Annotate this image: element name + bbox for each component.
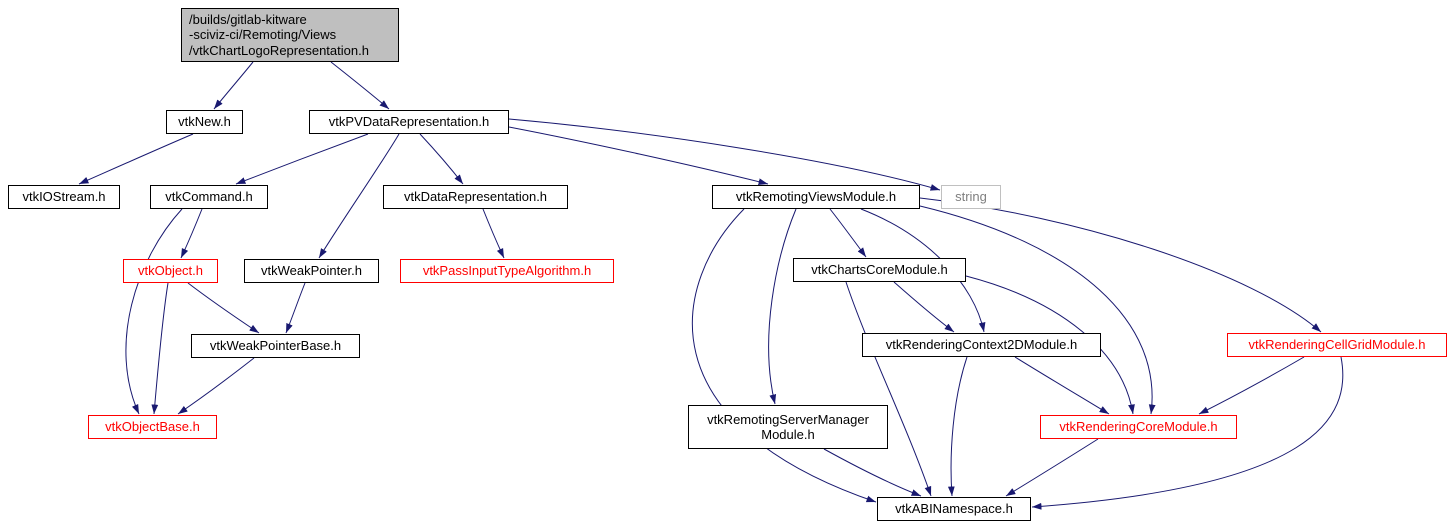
- node-vtkPassInputTypeAlgorithm[interactable]: vtkPassInputTypeAlgorithm.h: [400, 259, 614, 283]
- edge-vtkRemotingServerManagerModule-to-vtkABINamespace: [823, 448, 922, 497]
- node-vtkIOStream[interactable]: vtkIOStream.h: [8, 185, 120, 209]
- edge-vtkChartsCoreModule-to-vtkRenderingCoreModule: [965, 275, 1135, 415]
- edge-vtkChartsCoreModule-to-vtkABINamespace: [845, 281, 932, 497]
- edge-vtkPVDataRepresentation-to-string: [508, 118, 941, 191]
- node-string: string: [941, 185, 1001, 209]
- edge-vtkWeakPointer-to-vtkWeakPointerBase: [285, 282, 306, 334]
- edge-root-to-vtkNew: [213, 61, 254, 110]
- edge-vtkRenderingContext2DModule-to-vtkRenderingCoreModule: [1014, 356, 1110, 415]
- edge-vtkNew-to-vtkIOStream: [78, 133, 194, 185]
- node-vtkRemotingViewsModule[interactable]: vtkRemotingViewsModule.h: [712, 185, 920, 209]
- edge-vtkPVDataRepresentation-to-vtkRemotingViewsModule: [508, 126, 769, 185]
- edge-vtkPVDataRepresentation-to-vtkWeakPointer: [318, 133, 400, 259]
- edge-vtkObject-to-vtkWeakPointerBase: [187, 282, 260, 334]
- edge-vtkDataRepresentation-to-vtkPassInputTypeAlgorithm: [482, 208, 505, 259]
- edge-vtkRemotingViewsModule-to-vtkRenderingCoreModule: [919, 205, 1156, 415]
- node-vtkObject[interactable]: vtkObject.h: [123, 259, 218, 283]
- edge-vtkWeakPointerBase-to-vtkObjectBase: [177, 357, 255, 415]
- edge-vtkCommand-to-vtkObject: [180, 208, 203, 259]
- edge-vtkCommand-to-vtkObjectBase: [125, 208, 183, 415]
- edge-vtkObject-to-vtkObjectBase: [151, 282, 169, 415]
- edge-vtkChartsCoreModule-to-vtkRenderingContext2DModule: [893, 281, 955, 333]
- node-vtkNew[interactable]: vtkNew.h: [166, 110, 243, 134]
- node-vtkWeakPointer[interactable]: vtkWeakPointer.h: [244, 259, 379, 283]
- node-vtkABINamespace[interactable]: vtkABINamespace.h: [877, 497, 1031, 521]
- node-vtkRenderingCoreModule[interactable]: vtkRenderingCoreModule.h: [1040, 415, 1237, 439]
- node-vtkRenderingCellGridModule[interactable]: vtkRenderingCellGridModule.h: [1227, 333, 1447, 357]
- edge-vtkRenderingCoreModule-to-vtkABINamespace: [1005, 438, 1099, 497]
- edge-vtkRemotingViewsModule-to-vtkChartsCoreModule: [829, 208, 867, 258]
- node-vtkRenderingContext2DModule[interactable]: vtkRenderingContext2DModule.h: [862, 333, 1101, 357]
- edge-vtkPVDataRepresentation-to-vtkCommand: [235, 133, 369, 185]
- edge-vtkPVDataRepresentation-to-vtkDataRepresentation: [419, 133, 464, 185]
- node-vtkObjectBase[interactable]: vtkObjectBase.h: [88, 415, 217, 439]
- edge-vtkRemotingViewsModule-to-vtkRemotingServerManagerModule: [768, 208, 797, 405]
- node-vtkDataRepresentation[interactable]: vtkDataRepresentation.h: [383, 185, 568, 209]
- node-vtkRemotingServerManagerModule[interactable]: vtkRemotingServerManager Module.h: [688, 405, 888, 449]
- node-vtkWeakPointerBase[interactable]: vtkWeakPointerBase.h: [191, 334, 360, 358]
- node-root: /builds/gitlab-kitware -sciviz-ci/Remoti…: [181, 8, 399, 62]
- edge-vtkRenderingContext2DModule-to-vtkABINamespace: [947, 356, 968, 497]
- edge-root-to-vtkPVDataRepresentation: [330, 61, 390, 110]
- node-vtkChartsCoreModule[interactable]: vtkChartsCoreModule.h: [793, 258, 966, 282]
- node-vtkPVDataRepresentation[interactable]: vtkPVDataRepresentation.h: [309, 110, 509, 134]
- edge-vtkRenderingCellGridModule-to-vtkABINamespace: [1031, 356, 1344, 510]
- node-vtkCommand[interactable]: vtkCommand.h: [150, 185, 268, 209]
- edge-vtkRemotingViewsModule-to-vtkABINamespace: [691, 208, 877, 503]
- edge-vtkRenderingCellGridModule-to-vtkRenderingCoreModule: [1198, 356, 1305, 415]
